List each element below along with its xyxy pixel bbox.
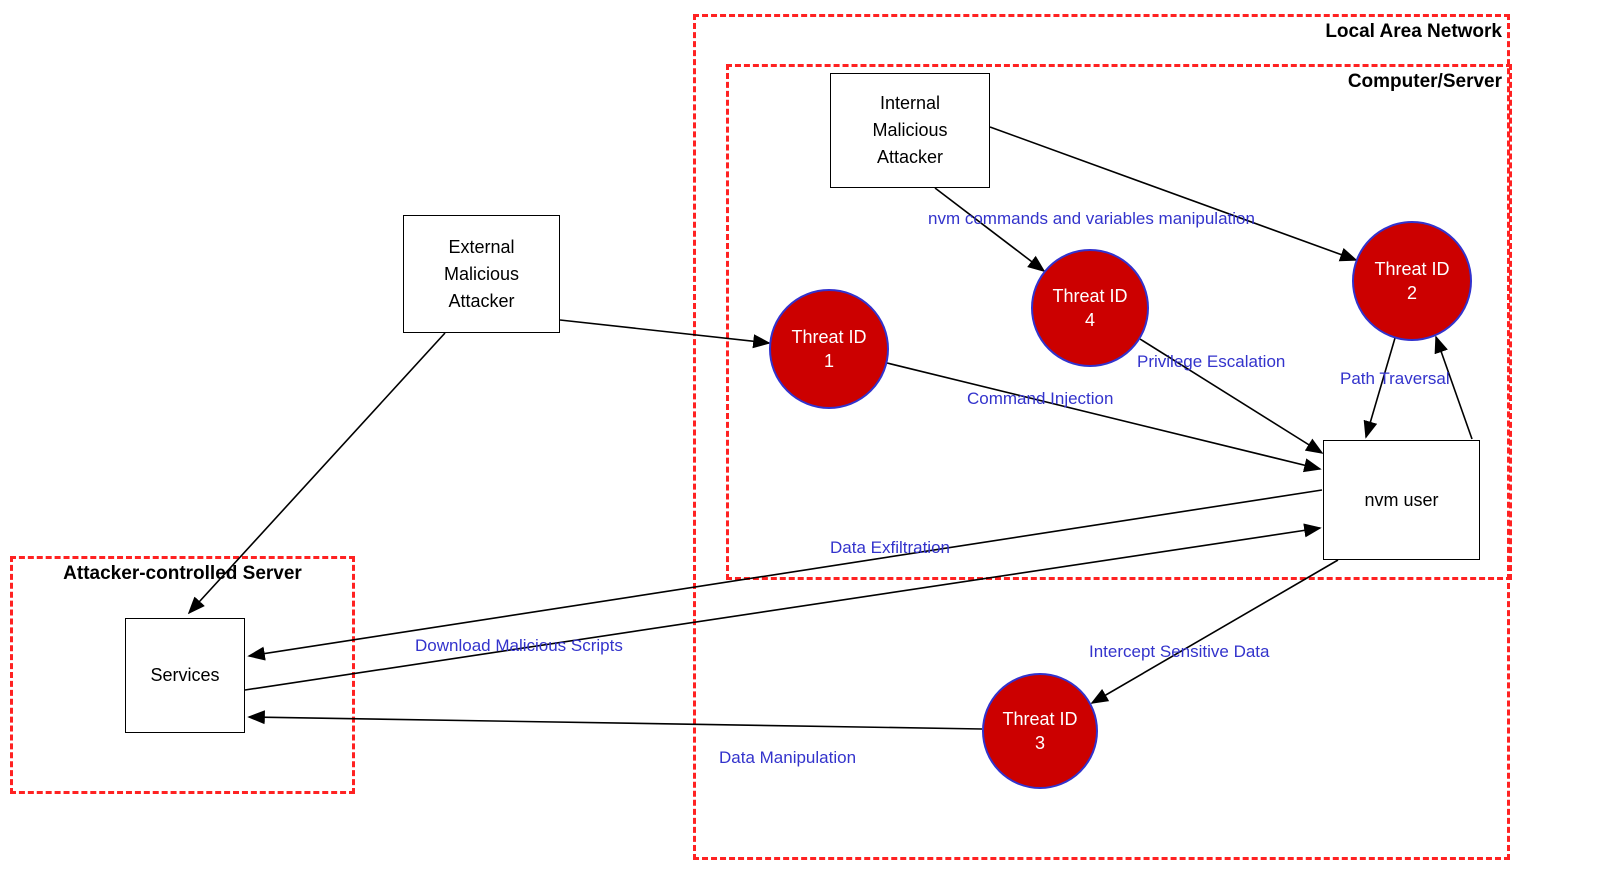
edge-threat-4-to-nvm-user-privilege-escalation — [1139, 338, 1324, 454]
edge-label-intercept-sensitive-data: Intercept Sensitive Data — [1089, 642, 1270, 661]
threat-node-2: Threat ID 2 — [1352, 221, 1472, 341]
threat-number: 3 — [1034, 733, 1045, 753]
edge-label-privilege-escalation: Privilege Escalation — [1137, 352, 1286, 371]
node-nvm-user: nvm user — [1323, 440, 1480, 560]
threat-title: Threat ID — [1002, 708, 1078, 729]
node-label-line: Attacker — [876, 147, 944, 167]
edge-external-attacker-to-services — [187, 332, 446, 615]
node-label: Services — [150, 665, 220, 685]
edge-label-download-malicious-scripts: Download Malicious Scripts — [415, 636, 623, 655]
edge-nvm-user-to-threat-3-intercept-data — [1090, 559, 1339, 704]
boundary-label-attacker-controlled-server: Attacker-controlled Server — [63, 563, 302, 584]
threat-title: Threat ID — [1052, 285, 1128, 306]
node-label: nvm user — [1364, 489, 1439, 510]
node-label-line: Internal — [879, 93, 941, 113]
edge-threat-3-to-services-data-manipulation — [247, 710, 983, 730]
edge-threat-2-to-nvm-user-path-traversal — [1363, 337, 1396, 439]
threat-node-3: Threat ID 3 — [982, 673, 1098, 789]
edge-label-data-exfiltration: Data Exfiltration — [830, 538, 950, 557]
edge-label-path-traversal: Path Traversal — [1340, 369, 1450, 388]
threat-node-1: Threat ID 1 — [769, 289, 889, 409]
threat-number: 1 — [823, 351, 834, 371]
node-label-line: Malicious — [872, 120, 948, 140]
boundary-label-local-area-network: Local Area Network — [1325, 21, 1502, 42]
edge-threat-1-to-nvm-user-command-injection — [886, 362, 1322, 473]
threat-number: 4 — [1084, 310, 1095, 330]
node-label-line: Malicious — [443, 263, 520, 284]
threat-number: 2 — [1406, 283, 1417, 303]
threat-title: Threat ID — [1374, 258, 1450, 279]
threat-title: Threat ID — [791, 326, 867, 347]
edge-label-command-injection: Command Injection — [967, 389, 1114, 408]
edge-label-data-manipulation: Data Manipulation — [719, 748, 857, 767]
boundary-local-area-network — [693, 14, 1510, 860]
edge-internal-attacker-to-threat-2 — [989, 126, 1358, 262]
edge-external-attacker-to-threat-1 — [559, 319, 771, 349]
edge-nvm-user-to-threat-2-path-traversal — [1434, 335, 1473, 440]
threat-node-4: Threat ID 4 — [1031, 249, 1149, 367]
node-label-line: Attacker — [448, 290, 515, 311]
boundary-attacker-controlled-server — [10, 556, 355, 794]
edge-nvm-user-to-services-data-exfiltration — [247, 489, 1323, 661]
node-external-malicious-attacker: External Malicious Attacker — [403, 215, 560, 333]
node-internal-malicious-attacker: Internal Malicious Attacker — [830, 73, 990, 188]
boundary-computer-server — [726, 64, 1512, 580]
edge-internal-attacker-to-threat-4 — [934, 187, 1046, 273]
node-label-line: External — [448, 236, 515, 257]
boundary-label-computer-server: Computer/Server — [1347, 71, 1502, 92]
edge-label-nvm-commands: nvm commands and variables manipulation — [928, 209, 1255, 228]
node-services: Services — [125, 618, 245, 733]
edge-services-to-nvm-user-download-scripts — [244, 523, 1322, 691]
